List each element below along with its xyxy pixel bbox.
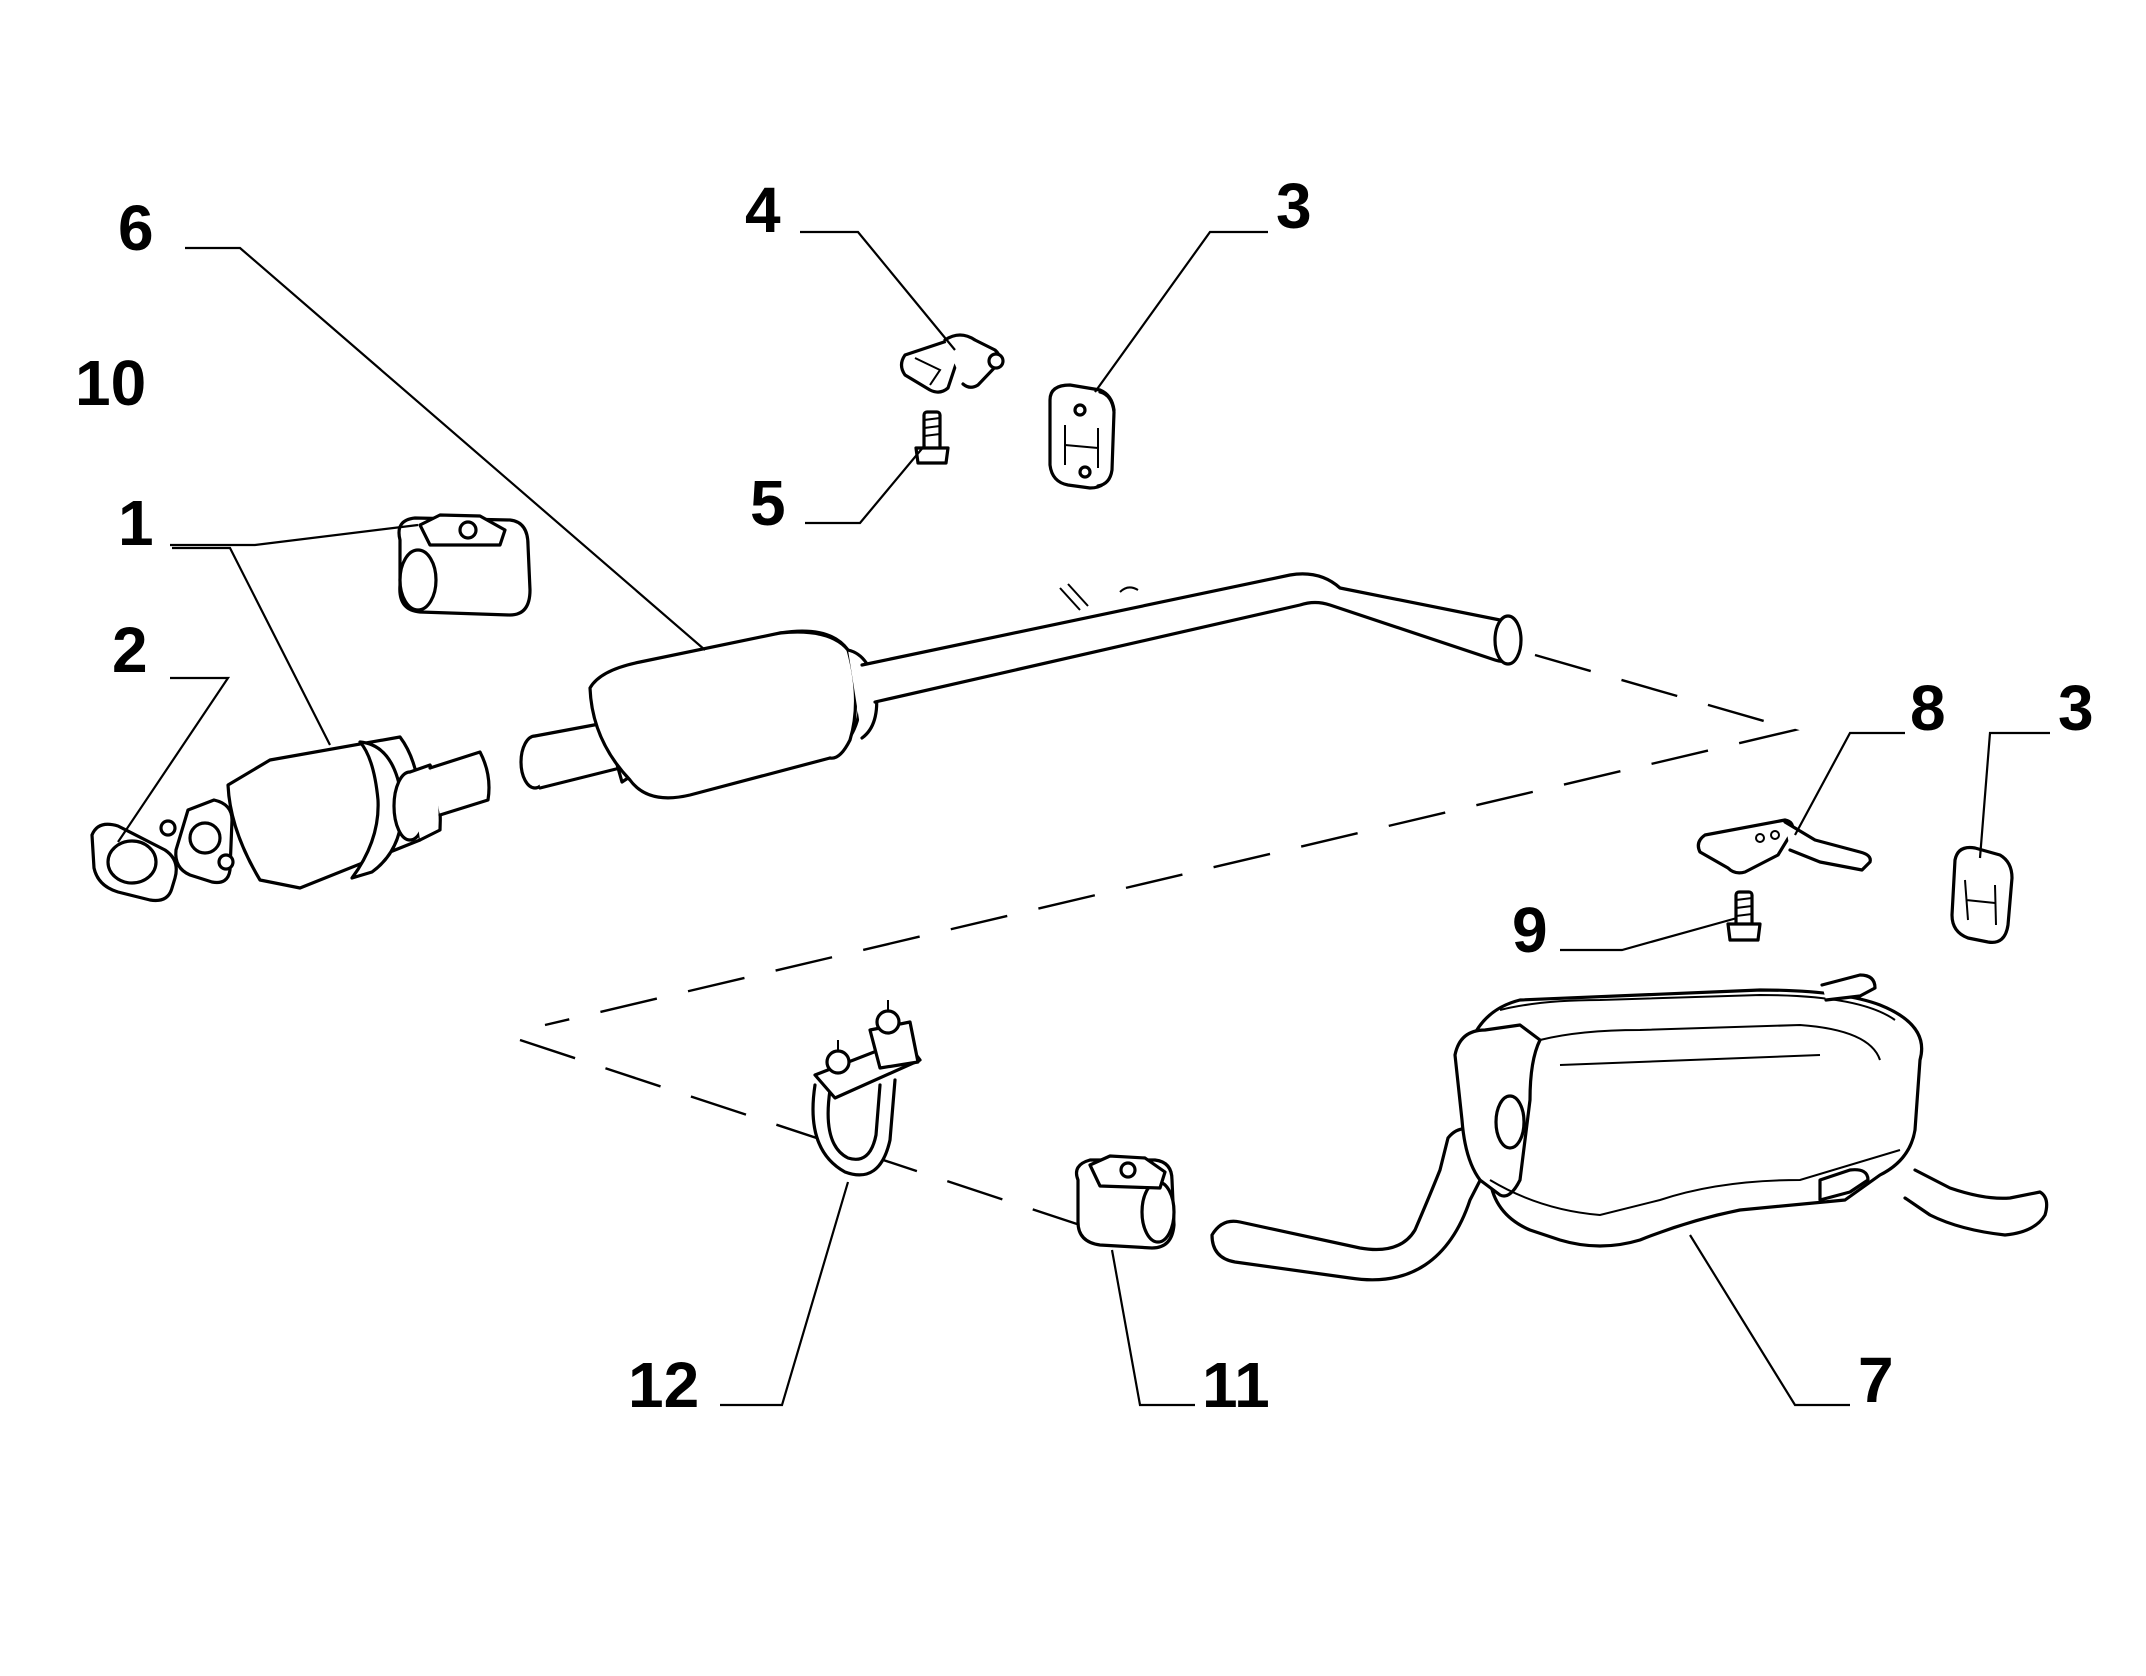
callout-label-7: 7 — [1858, 1344, 1894, 1416]
part-8-rear-bracket[interactable] — [1696, 818, 1872, 875]
part-12-u-clamp[interactable] — [811, 1000, 922, 1177]
part-3-rubber-mount-upper[interactable] — [1048, 383, 1116, 490]
part-4-bracket[interactable] — [899, 333, 1005, 394]
assembly-guide-lines — [519, 653, 1800, 1227]
callout-label-10: 10 — [75, 347, 146, 419]
callout-label-8: 8 — [1910, 672, 1946, 744]
part-3-rubber-mount-lower[interactable] — [1950, 845, 2014, 944]
callout-label-3-lower: 3 — [2058, 672, 2094, 744]
part-2-gasket[interactable] — [90, 822, 178, 903]
callout-label-12: 12 — [628, 1349, 699, 1421]
part-7-rear-silencer[interactable] — [1210, 973, 2049, 1282]
callout-label-9: 9 — [1512, 894, 1548, 966]
callout-labels: 1 2 3 3 4 5 6 7 8 9 10 11 12 — [75, 170, 2094, 1421]
part-5-bolt[interactable] — [914, 410, 950, 465]
part-10-clamp[interactable] — [397, 513, 532, 617]
part-1-catalytic-converter[interactable] — [159, 735, 491, 890]
callout-label-4: 4 — [745, 174, 781, 246]
callout-label-5: 5 — [750, 467, 786, 539]
callout-label-3-upper: 3 — [1276, 170, 1312, 242]
part-6-intermediate-pipe-with-silencer[interactable] — [519, 572, 1523, 800]
callout-label-11: 11 — [1202, 1349, 1270, 1421]
leader-lines — [117, 230, 2050, 1407]
callout-label-2: 2 — [112, 614, 148, 686]
part-9-bolt[interactable] — [1726, 890, 1762, 942]
part-11-clamp-sleeve[interactable] — [1074, 1154, 1176, 1250]
callout-label-1: 1 — [118, 487, 154, 559]
callout-label-6: 6 — [118, 192, 154, 264]
